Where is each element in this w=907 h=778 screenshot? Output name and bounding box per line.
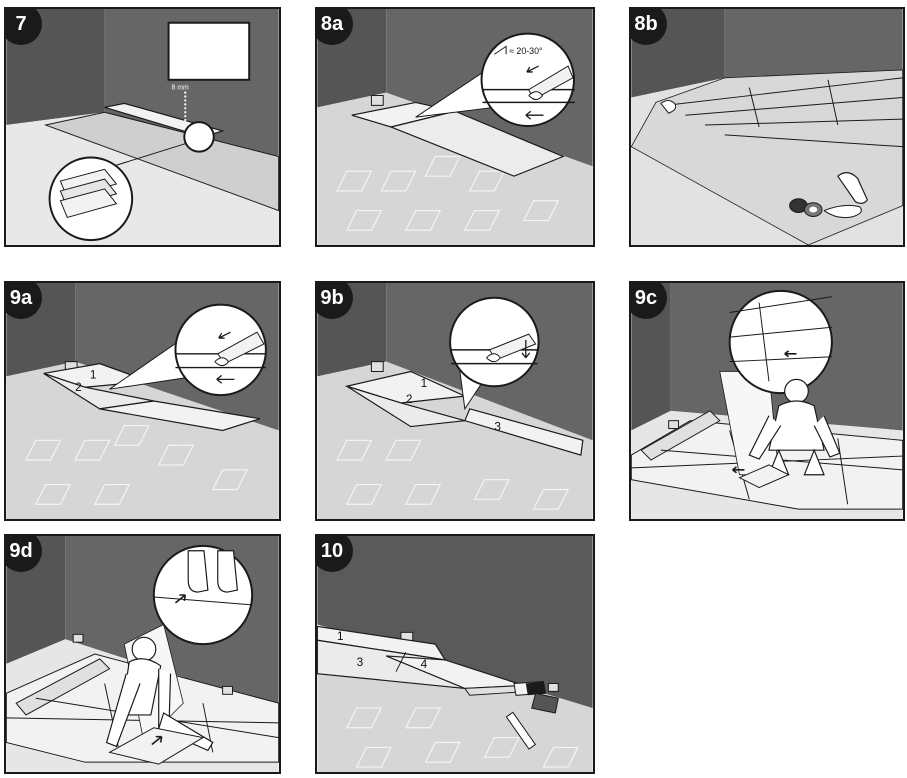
step-9b-illustration: 1 2 3: [317, 283, 593, 519]
step-10-panel: 1 3 4 10: [315, 534, 595, 774]
row-label-4: 4: [421, 657, 428, 671]
angle-label: ≈ 20-30°: [509, 46, 542, 56]
tapping-block: [514, 682, 545, 696]
step-9b-panel: 1 2 3 9b: [315, 281, 595, 521]
step-10-illustration: 1 3 4: [317, 536, 593, 772]
row-label-3: 3: [494, 420, 501, 434]
step-9d-panel: 9d: [4, 534, 281, 774]
step-8a-illustration: ≈ 20-30°: [317, 9, 593, 245]
row-label-1: 1: [421, 376, 428, 390]
step-8b-panel: 8b: [629, 7, 905, 247]
step-7-panel: 8 mm 7: [4, 7, 281, 247]
gap-label: 8 mm: [172, 85, 189, 92]
step-8a-panel: ≈ 20-30° 8a: [315, 7, 595, 247]
step-8b-illustration: [631, 9, 903, 245]
step-7-illustration: 8 mm: [6, 9, 279, 245]
row-label-1: 1: [90, 367, 97, 381]
row-label-1: 1: [337, 629, 344, 643]
step-9c-panel: 9c: [629, 281, 905, 521]
row-label-3: 3: [357, 655, 364, 669]
row-label-2: 2: [75, 380, 82, 394]
step-9d-illustration: [6, 536, 279, 772]
step-9a-illustration: 1 2: [6, 283, 279, 519]
step-9c-illustration: [631, 283, 903, 519]
step-9a-panel: 1 2 9a: [4, 281, 281, 521]
row-label-2: 2: [406, 392, 413, 406]
window: [169, 23, 250, 80]
joint-magnifier: [730, 291, 832, 393]
